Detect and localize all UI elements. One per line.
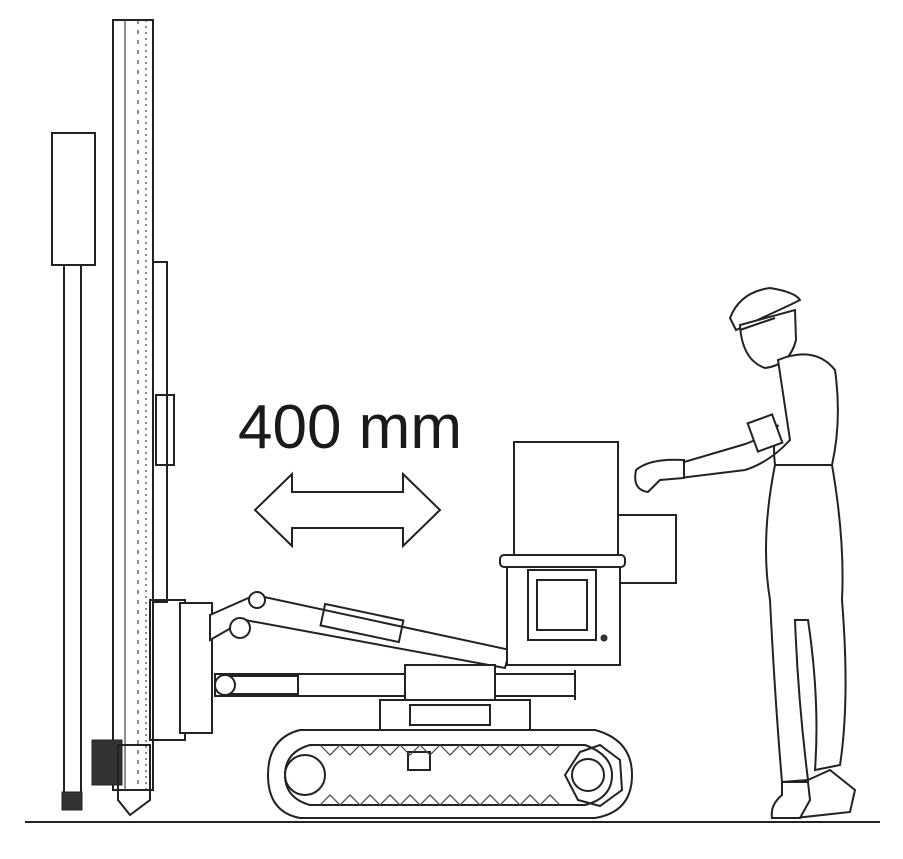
double-arrow-icon	[253, 471, 442, 549]
operator-figure	[634, 286, 857, 820]
dimension-label: 400 mm	[238, 393, 462, 462]
control-station	[499, 441, 677, 666]
drill-mast	[91, 19, 186, 817]
machine-body	[379, 664, 531, 731]
crawler-track	[266, 729, 634, 819]
guide-pole	[51, 132, 96, 811]
